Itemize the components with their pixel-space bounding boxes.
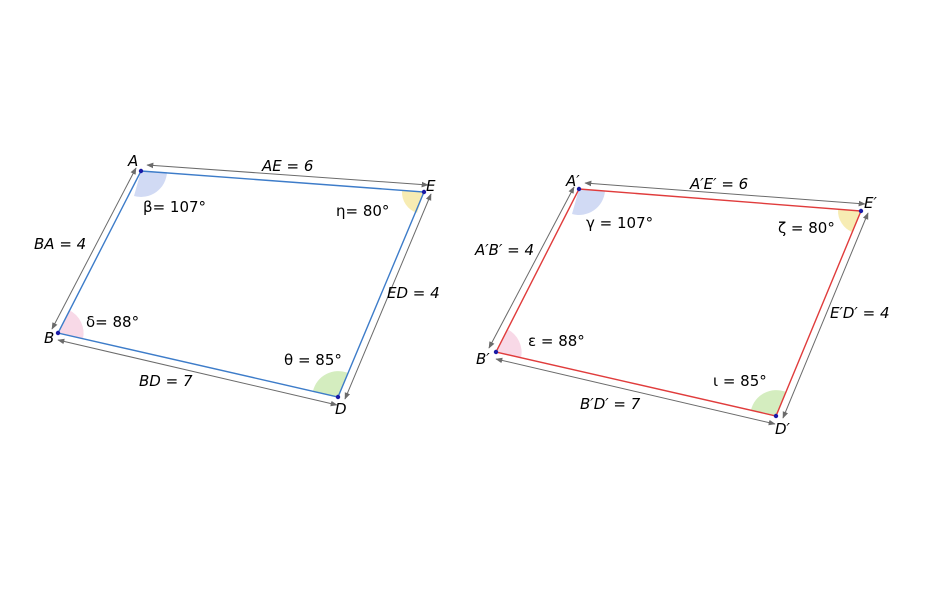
vertex-dot-e-left (421, 189, 427, 195)
angle-label-e-left: η= 80° (336, 202, 389, 220)
vertex-label-b-left: B (44, 329, 54, 347)
angle-label-a-left: β= 107° (143, 198, 206, 216)
side-label-ed-right: E′D′ = 4 (830, 304, 890, 322)
vertex-dot-e-right (858, 208, 864, 214)
side-label-ae-left: AE = 6 (261, 157, 313, 175)
vertex-dot-a-left (138, 168, 144, 174)
vertex-label-a-right: A′ (565, 172, 580, 190)
vertex-label-d-left: D (335, 400, 347, 418)
vertex-dot-d-left (335, 394, 341, 400)
vertex-dot-d-right (773, 413, 779, 419)
angle-label-b-left: δ= 88° (86, 313, 139, 331)
right-quadrilateral: A′ E′ D′ B′ A′E′ = 6 E′D′ = 4 B′D′ = 7 A… (474, 172, 890, 438)
angle-label-e-right: ζ = 80° (778, 219, 835, 237)
vertex-label-a-left: A (127, 152, 138, 170)
vertex-dot-a-right (576, 186, 582, 192)
vertex-label-b-right: B′ (476, 350, 490, 368)
side-label-ae-right: A′E′ = 6 (689, 175, 748, 193)
left-quadrilateral: A E D B AE = 6 ED = 4 BD = 7 BA = 4 β= 1… (34, 152, 440, 418)
side-label-ba-left: BA = 4 (34, 235, 86, 253)
vertex-label-d-right: D′ (775, 420, 791, 438)
side-label-bd-left: BD = 7 (139, 372, 193, 390)
measure-arrow-ba-right (488, 186, 575, 349)
measure-arrow-ba-left (51, 167, 137, 330)
side-label-ba-right: A′B′ = 4 (474, 241, 534, 259)
vertex-label-e-left: E (426, 177, 436, 195)
measure-arrow-ed-left (344, 193, 432, 400)
angle-label-a-right: γ = 107° (586, 214, 653, 232)
vertex-label-e-right: E′ (864, 194, 877, 212)
measure-arrow-bd-right (495, 357, 776, 426)
angle-label-b-right: ε = 88° (528, 332, 585, 350)
side-label-bd-right: B′D′ = 7 (580, 395, 641, 413)
measure-arrow-bd-left (57, 338, 338, 407)
angle-label-d-right: ι = 85° (713, 372, 767, 390)
measure-arrow-ae-right (584, 180, 866, 207)
vertex-dot-b-left (55, 330, 61, 336)
angle-label-d-left: θ = 85° (284, 351, 342, 369)
measure-arrow-ed-right (782, 212, 869, 419)
side-label-ed-left: ED = 4 (387, 284, 440, 302)
angle-sector-e-left (401, 191, 424, 213)
vertex-dot-b-right (493, 349, 499, 355)
measure-arrow-ae-left (146, 162, 429, 188)
